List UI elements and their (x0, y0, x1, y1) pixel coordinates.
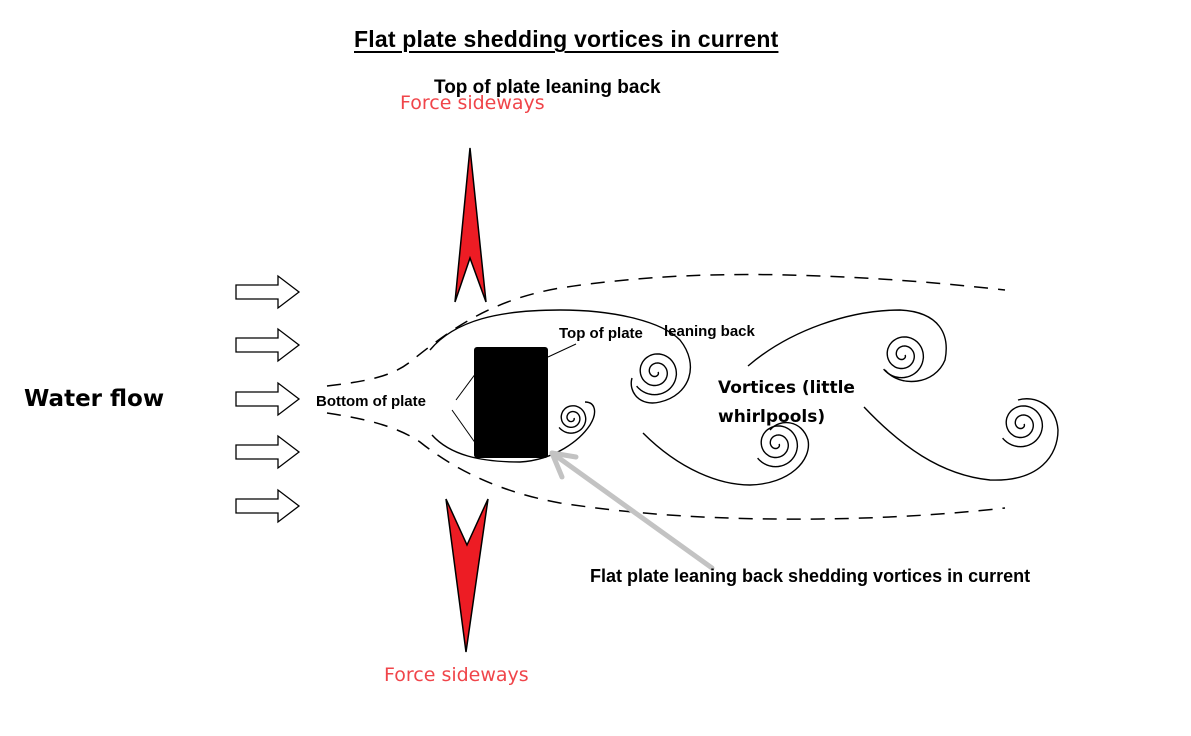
vortex-spirals (558, 336, 1044, 468)
force-arrow-down (445, 498, 489, 653)
diagram-title: Flat plate shedding vortices in current (354, 26, 779, 52)
caption-label: Flat plate leaning back shedding vortice… (590, 566, 1031, 586)
vortex-spiral-icon (636, 353, 678, 396)
flow-arrows-group (235, 274, 301, 524)
vortex-spiral-icon (883, 336, 925, 379)
vortices-label: Vortices (little whirlpools) (718, 374, 855, 432)
dashed-streamline-upper (326, 273, 1006, 387)
flow-arrow-icon (235, 274, 301, 310)
flat-plate (474, 347, 548, 458)
vortices-label-line-1: Vortices (little (718, 378, 855, 398)
wake-curve-far-lower (863, 398, 1059, 481)
water-flow-label: Water flow (24, 386, 165, 412)
top-of-plate-label: Top of plate (559, 325, 643, 342)
leader-line-top (547, 343, 577, 358)
force-arrow-up (454, 147, 487, 303)
leaning-back-label: leaning back (664, 323, 755, 340)
wake-curve-upper (429, 309, 691, 404)
wake-curve-mid-upper (747, 309, 947, 383)
vortices-label-line-2: whirlpools) (718, 407, 826, 427)
top-heading-label: Top of plate leaning back (434, 77, 661, 98)
vortex-spiral-icon (558, 405, 587, 434)
leader-line-bottom-lower (451, 409, 477, 445)
flow-arrow-icon (235, 381, 301, 417)
force-label-bottom: Force sideways (384, 664, 529, 686)
vortex-spiral-icon (757, 425, 799, 468)
vortex-spiral-icon (1002, 405, 1044, 448)
flow-arrow-icon (235, 488, 301, 524)
dashed-streamline-lower (326, 412, 1006, 520)
flow-arrow-icon (235, 434, 301, 470)
pointer-arrow (549, 450, 715, 571)
wake-curve-mid-lower (642, 421, 810, 486)
leader-line-bottom-upper (455, 372, 477, 401)
force-label-top: Force sideways (400, 92, 545, 114)
flow-arrow-icon (235, 327, 301, 363)
bottom-of-plate-label: Bottom of plate (316, 393, 426, 410)
